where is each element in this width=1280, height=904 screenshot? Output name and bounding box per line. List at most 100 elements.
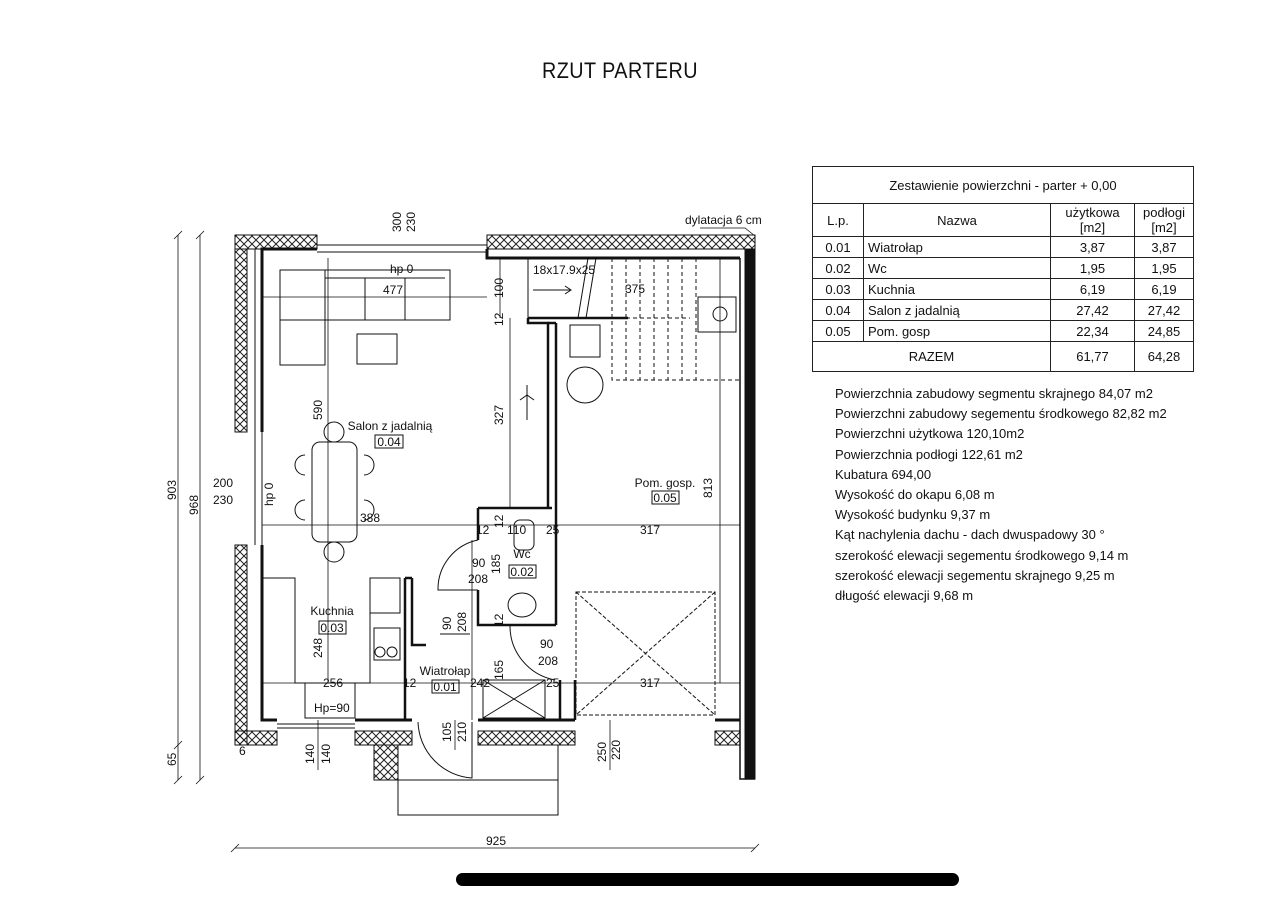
dim-label: 208	[455, 612, 469, 632]
room-id-salon: 0.04	[377, 435, 401, 449]
total-label: RAZEM	[812, 341, 1051, 372]
cell-floor: 27,42	[1134, 299, 1194, 321]
dim-label: 300	[390, 212, 404, 232]
dim-label: 200	[213, 476, 233, 490]
area-table: Zestawienie powierzchni - parter + 0,00 …	[812, 166, 1194, 372]
cell-name: Wiatrołap	[863, 236, 1051, 258]
dim-label: 248	[311, 638, 325, 658]
cell-lp: 0.04	[812, 299, 864, 321]
dim-label: 388	[360, 511, 380, 525]
dim-label: 110	[507, 523, 526, 537]
cell-name: Pom. gosp	[863, 320, 1051, 342]
col-header-lp: L.p.	[812, 203, 864, 237]
dim-label: 477	[383, 283, 403, 297]
cell-lp: 0.05	[812, 320, 864, 342]
dim-label: 327	[492, 405, 506, 425]
cell-lp: 0.02	[812, 257, 864, 279]
col-header-usable: użytkowa[m2]	[1050, 203, 1135, 237]
cell-name: Wc	[863, 257, 1051, 279]
entrance-step	[397, 779, 559, 816]
room-id-wiatrolap: 0.01	[433, 680, 457, 694]
dim-label: 250	[595, 742, 609, 762]
dim-label: 165	[492, 660, 506, 680]
room-name-wiatrolap: Wiatrołap	[420, 664, 471, 678]
dim-label: 813	[701, 478, 715, 498]
dim-label: 230	[404, 212, 418, 232]
dim-label: 105	[440, 722, 454, 742]
cell-lp: 0.01	[812, 236, 864, 258]
note-line: Powierzchnia zabudowy segmentu skrajnego…	[835, 386, 1153, 401]
building-notes: Powierzchnia zabudowy segmentu skrajnego…	[835, 384, 1167, 606]
dimension-labels: 300 230 477 100 12 375 590 327 813 200 2…	[165, 212, 715, 848]
hp0-top: hp 0	[390, 262, 414, 276]
note-line: Wysokość do okapu 6,08 m	[835, 487, 995, 503]
dim-label: 65	[165, 752, 179, 766]
dim-label: 90	[540, 637, 554, 651]
furniture	[262, 269, 737, 719]
dim-label: 590	[311, 400, 325, 420]
cell-name: Kuchnia	[863, 278, 1051, 300]
room-name-salon: Salon z jadalnią	[348, 419, 433, 433]
cell-usable: 27,42	[1050, 299, 1135, 321]
dim-label: 25	[546, 676, 560, 690]
usable-label: użytkowa	[1065, 205, 1120, 220]
dim-label: 230	[213, 493, 233, 507]
dim-label: 210	[455, 722, 469, 742]
dim-label: 256	[323, 676, 343, 690]
dim-label: 375	[625, 282, 645, 296]
dim-label: 12	[492, 312, 506, 326]
note-line: długość elewacji 9,68 m	[835, 588, 974, 604]
cell-usable: 3,87	[1050, 236, 1135, 258]
note-line: szerokość elewacji segementu środkowego …	[835, 547, 1129, 563]
hp90-note: Hp=90	[314, 701, 350, 715]
room-id-pom-gosp: 0.05	[653, 491, 677, 505]
page-title: RZUT PARTERU	[541, 58, 699, 83]
dimension-lines	[173, 227, 760, 853]
dim-label: 12	[492, 514, 506, 528]
note-line: Powierzchni zabudowy segementu środkoweg…	[835, 406, 1167, 422]
dim-label: 6	[239, 744, 246, 758]
dim-label: 90	[472, 556, 486, 570]
dim-label: 12	[476, 523, 490, 537]
note-line: Powierzchnia podłogi 122,61 m2	[835, 446, 1023, 462]
dim-label: 140	[319, 744, 333, 764]
hp0-left: hp 0	[262, 482, 276, 506]
dim-label: 317	[640, 676, 660, 690]
cell-floor: 6,19	[1134, 278, 1194, 300]
dim-label: 90	[440, 616, 454, 630]
note-line: Kubatura 694,00	[835, 466, 932, 482]
home-indicator[interactable]	[456, 873, 959, 886]
dim-label: 220	[609, 740, 623, 760]
dim-label: 185	[489, 554, 503, 574]
doors	[417, 539, 556, 779]
note-line: Wysokość budynku 9,37 m	[835, 507, 991, 523]
dim-label: 242	[470, 676, 490, 690]
total-floor: 64,28	[1134, 341, 1194, 372]
usable-unit: [m2]	[1079, 220, 1106, 235]
note-line: Powierzchni użytkowa 120,10m2	[835, 426, 1025, 442]
annotations: dylatacja 6 cm 18x17.9x25 hp 0 hp 0 Hp=9…	[262, 213, 762, 715]
room-labels: Salon z jadalnią 0.04 Kuchnia 0.03 Wc 0.…	[310, 419, 695, 694]
col-header-name: Nazwa	[863, 203, 1051, 237]
dim-label: 100	[492, 278, 506, 298]
room-id-kuchnia: 0.03	[320, 621, 344, 635]
dylatacja-note: dylatacja 6 cm	[685, 213, 762, 227]
table-caption: Zestawienie powierzchni - parter + 0,00	[812, 166, 1194, 204]
col-header-floor: podłogi[m2]	[1134, 203, 1194, 237]
cell-usable: 1,95	[1050, 257, 1135, 279]
cell-floor: 1,95	[1134, 257, 1194, 279]
note-line: Kąt nachylenia dachu - dach dwuspadowy 3…	[835, 527, 1105, 543]
dim-label: 140	[303, 744, 317, 764]
cell-usable: 6,19	[1050, 278, 1135, 300]
note-line: szerokość elewacji segementu skrajnego 9…	[835, 567, 1115, 583]
cell-name: Salon z jadalnią	[863, 299, 1051, 321]
room-name-wc: Wc	[513, 547, 530, 561]
dim-label: 968	[187, 495, 201, 515]
dim-label: 12	[492, 613, 506, 627]
floor-label: podłogi	[1143, 205, 1185, 220]
